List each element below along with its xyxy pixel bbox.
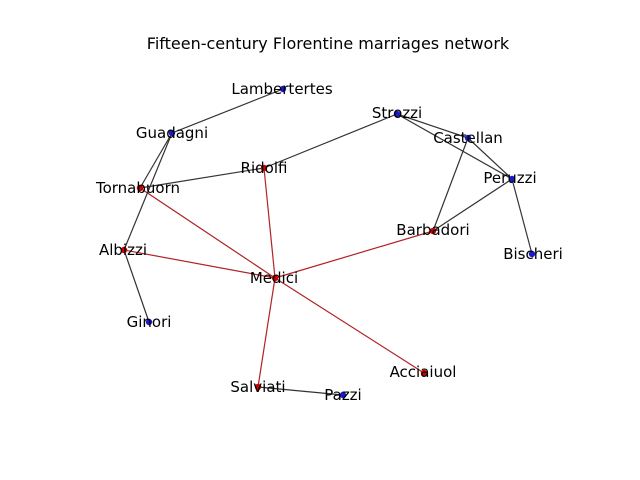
edge-castellan-barbadori xyxy=(432,137,469,232)
edge-layer xyxy=(123,88,533,396)
node-guadagni xyxy=(168,129,176,137)
edge-salviati-pazzi xyxy=(257,386,344,396)
node-label-peruzzi: Peruzzi xyxy=(483,169,536,187)
edge-peruzzi-barbadori xyxy=(432,178,513,232)
node-label-strozzi: Strozzi xyxy=(372,104,422,122)
node-label-ridolfi: Ridolfi xyxy=(241,159,288,177)
edge-castellan-peruzzi xyxy=(467,137,513,180)
node-peruzzi xyxy=(508,175,516,183)
edge-tornabuorn-ridolfi xyxy=(139,167,265,189)
node-label-tornabuorn: Tornabuorn xyxy=(95,179,180,197)
node-salviati xyxy=(254,383,262,391)
node-barbadori xyxy=(429,227,437,235)
node-label-salviati: Salviati xyxy=(230,378,285,396)
node-bischeri xyxy=(528,250,536,258)
edge-medici-salviati xyxy=(257,277,276,388)
node-label-albizzi: Albizzi xyxy=(99,241,147,259)
edge-guadagni-albizzi xyxy=(123,132,173,251)
node-label-medici: Medici xyxy=(250,269,298,287)
edge-peruzzi-bischeri xyxy=(511,178,533,255)
diagram-title: Fifteen-century Florentine marriages net… xyxy=(147,34,510,53)
node-label-lambertertes: Lambertertes xyxy=(231,80,332,98)
edge-strozzi-peruzzi xyxy=(396,113,513,180)
edge-guadagni-lambertertes xyxy=(171,88,284,134)
label-layer: MediciTornabuornRidolfiAlbizziBarbadoriS… xyxy=(95,80,563,404)
node-label-bischeri: Bischeri xyxy=(503,245,563,263)
edge-strozzi-castellan xyxy=(396,113,469,139)
edge-medici-ridolfi xyxy=(263,167,276,279)
node-label-acciaiuol: Acciaiuol xyxy=(390,363,457,381)
node-acciaiuol xyxy=(420,369,428,377)
node-lambertertes xyxy=(279,85,287,93)
edge-medici-albizzi xyxy=(123,249,276,279)
edge-albizzi-ginori xyxy=(123,249,150,323)
node-medici xyxy=(271,274,279,282)
node-label-guadagni: Guadagni xyxy=(136,124,208,142)
edge-medici-barbadori xyxy=(274,230,434,279)
node-label-barbadori: Barbadori xyxy=(396,221,469,239)
node-ridolfi xyxy=(260,164,268,172)
edge-guadagni-tornabuorn xyxy=(139,132,173,189)
edge-medici-tornabuorn xyxy=(139,187,276,279)
node-label-pazzi: Pazzi xyxy=(324,386,361,404)
edge-ridolfi-strozzi xyxy=(263,113,398,169)
node-strozzi xyxy=(393,110,401,118)
node-label-ginori: Ginori xyxy=(127,313,172,331)
node-label-castellan: Castellan xyxy=(433,129,503,147)
node-castellan xyxy=(464,134,472,142)
node-pazzi xyxy=(339,391,347,399)
node-tornabuorn xyxy=(136,184,144,192)
node-layer xyxy=(120,85,536,399)
edge-medici-acciaiuol xyxy=(274,277,425,374)
node-albizzi xyxy=(120,246,128,254)
node-ginori xyxy=(145,318,153,326)
